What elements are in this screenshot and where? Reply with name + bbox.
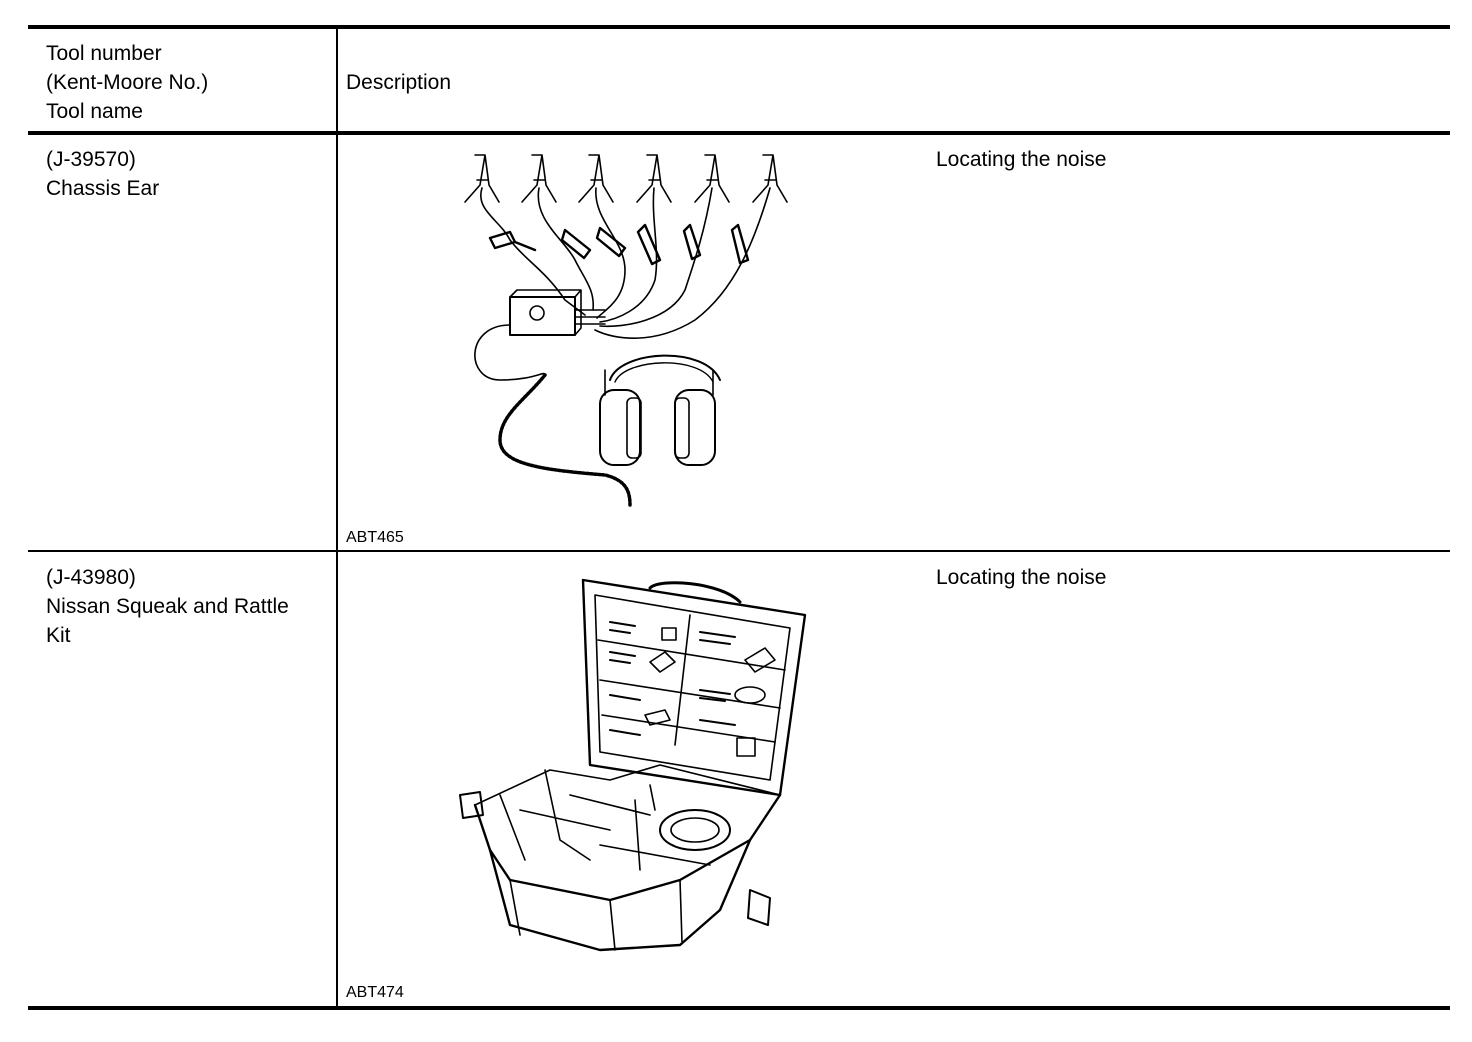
header-kent-moore: (Kent-Moore No.) [46,71,209,94]
toolbox-kit-illustration [450,570,820,960]
description-text: Locating the noise [936,566,1107,589]
column-divider [336,29,338,1008]
tool-name-line-1: Nissan Squeak and Rattle [46,595,289,618]
tool-number: (J-39570) [46,148,136,171]
tool-number: (J-43980) [46,566,136,589]
header-tool-number: Tool number [46,42,162,65]
clamp-icon [465,155,499,202]
chassis-ear-illustration [455,150,800,510]
header-tool-name: Tool name [46,100,143,123]
table-top-rule [28,25,1450,29]
header-bottom-rule [28,131,1450,135]
header-description: Description [346,71,452,94]
description-text: Locating the noise [936,148,1107,171]
figure-code: ABT474 [346,984,404,1001]
tool-name-line-2: Kit [46,624,71,647]
figure-code: ABT465 [346,529,404,546]
tool-name: Chassis Ear [46,177,160,200]
table-bottom-rule [28,1006,1450,1010]
row-divider [28,550,1450,552]
